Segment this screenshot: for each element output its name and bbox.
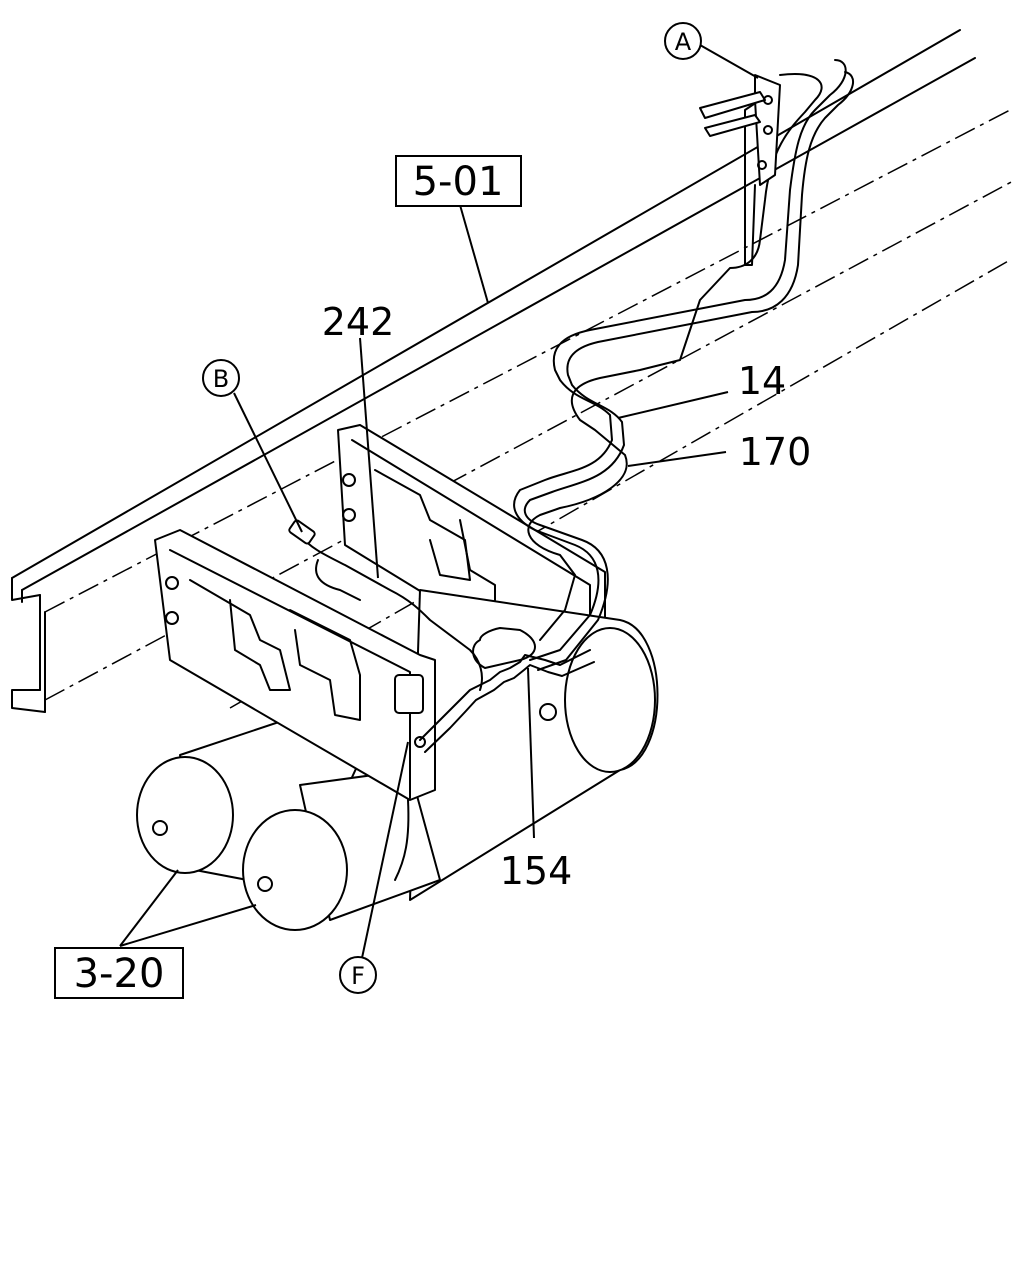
leader-a <box>699 44 759 79</box>
pipe-14 <box>513 59 854 671</box>
leader-5-01 <box>459 204 489 304</box>
leader-3-20-a <box>119 869 179 947</box>
hose-f <box>394 799 410 881</box>
box-3-20-label: 3-20 <box>74 951 165 997</box>
callout-box-3-20: 3-20 <box>54 947 184 999</box>
leader-b <box>233 392 303 533</box>
callout-a: A <box>664 22 702 60</box>
leader-3-20-b <box>119 904 257 947</box>
callout-b: B <box>202 359 240 397</box>
air-tank-lower-2 <box>242 769 441 931</box>
part-number-170: 170 <box>739 430 812 474</box>
callout-box-5-01: 5-01 <box>395 155 522 207</box>
leader-170 <box>627 451 727 467</box>
callout-f: F <box>339 956 377 994</box>
leader-154 <box>527 667 535 839</box>
leader-lines <box>119 44 759 959</box>
callout-a-label: A <box>675 28 692 56</box>
leader-f <box>361 741 409 959</box>
part-number-242: 242 <box>322 300 395 344</box>
callout-b-label: B <box>213 365 229 393</box>
leader-242 <box>359 337 379 579</box>
leader-14 <box>617 391 729 419</box>
part-number-14: 14 <box>738 359 786 403</box>
frame-rail <box>11 29 1016 713</box>
pipe-170 <box>527 73 823 641</box>
part-number-154: 154 <box>500 849 573 893</box>
clip-bracket-a <box>699 74 781 266</box>
box-5-01-label: 5-01 <box>413 159 504 205</box>
callout-f-label: F <box>351 962 365 990</box>
